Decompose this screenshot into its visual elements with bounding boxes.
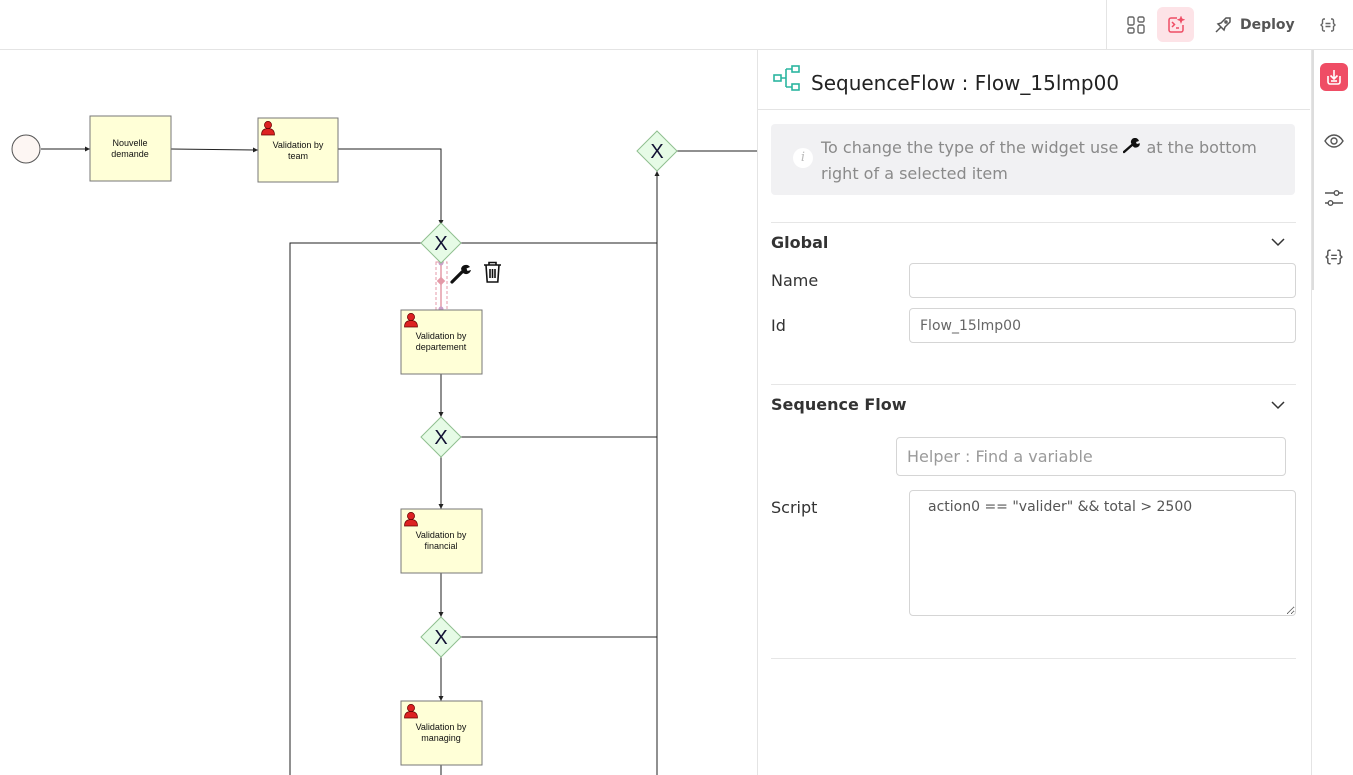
chevron-down-icon[interactable] xyxy=(1270,399,1286,411)
toolbar-divider xyxy=(1106,0,1107,49)
name-label: Name xyxy=(771,271,819,290)
info-box: i To change the type of the widget use a… xyxy=(771,124,1295,195)
preview-button[interactable] xyxy=(1320,127,1348,155)
flow-team-gateway[interactable] xyxy=(338,148,444,225)
task-nouvelle-demande[interactable]: Nouvelle demande xyxy=(89,115,172,182)
right-side-rail xyxy=(1311,50,1353,775)
script-textarea[interactable]: action0 == "valider" && total > 2500 xyxy=(909,490,1296,616)
task-label-line2: financial xyxy=(424,541,457,551)
task-label-line1: Validation by xyxy=(416,530,467,540)
rocket-icon xyxy=(1215,16,1231,33)
panel-title: SequenceFlow : Flow_15lmp00 xyxy=(811,71,1120,95)
sliders-icon xyxy=(1325,190,1343,206)
global-section-heading[interactable]: Global xyxy=(771,233,829,252)
panel-header: SequenceFlow : Flow_15lmp00 xyxy=(758,50,1310,110)
exclusive-gateway-2[interactable]: X xyxy=(420,416,462,458)
task-validation-departement[interactable]: Validation by departement xyxy=(400,309,483,375)
settings-button[interactable] xyxy=(1320,184,1348,212)
deploy-button[interactable]: Deploy xyxy=(1208,7,1304,42)
task-label-line2: managing xyxy=(421,733,461,743)
section-divider xyxy=(771,384,1296,385)
deploy-label: Deploy xyxy=(1240,16,1295,33)
code-view-button[interactable] xyxy=(1313,7,1343,42)
code-braces-icon xyxy=(1320,17,1336,32)
task-validation-team[interactable]: Validation by team xyxy=(257,117,339,183)
exclusive-gateway-3[interactable]: X xyxy=(420,616,462,658)
task-validation-managing[interactable]: Validation by managing xyxy=(400,700,483,766)
wrench-icon xyxy=(1123,138,1141,154)
helper-find-variable-input[interactable] xyxy=(896,437,1286,476)
exclusive-gateway-1[interactable]: X xyxy=(420,222,462,264)
info-text: To change the type of the widget use at … xyxy=(821,135,1261,187)
properties-panel: SequenceFlow : Flow_15lmp00 i To change … xyxy=(757,50,1311,775)
id-input[interactable] xyxy=(909,308,1296,343)
start-event[interactable] xyxy=(11,134,41,164)
section-divider xyxy=(771,658,1296,659)
flow-gw1-loop[interactable] xyxy=(289,242,421,775)
script-label: Script xyxy=(771,498,818,517)
edit-document-icon xyxy=(1167,15,1185,33)
sequence-flow-section-heading[interactable]: Sequence Flow xyxy=(771,395,907,414)
task-label-line1: Validation by xyxy=(416,331,467,341)
section-divider xyxy=(771,222,1296,223)
sequence-flows xyxy=(41,146,757,775)
download-button[interactable] xyxy=(1320,63,1348,91)
task-label-line2: departement xyxy=(416,342,467,352)
trash-icon[interactable] xyxy=(484,261,501,283)
edit-process-button[interactable] xyxy=(1157,7,1194,42)
sequence-flow-icon xyxy=(773,65,800,91)
task-label-line1: Validation by xyxy=(416,722,467,732)
top-toolbar: Deploy xyxy=(0,0,1353,50)
chevron-down-icon[interactable] xyxy=(1270,236,1286,248)
task-label-line1: Nouvelle xyxy=(112,138,147,148)
info-icon: i xyxy=(793,148,813,168)
flow-nouvelle-team[interactable] xyxy=(170,147,259,153)
gateway-symbol: X xyxy=(434,427,447,449)
task-validation-financial[interactable]: Validation by financial xyxy=(400,508,483,574)
wrench-icon[interactable] xyxy=(450,264,471,284)
gateway-symbol: X xyxy=(434,233,447,255)
exclusive-gateway-merge[interactable]: X xyxy=(636,130,678,172)
code-button[interactable] xyxy=(1320,243,1348,271)
code-braces-icon xyxy=(1325,249,1343,265)
gateway-symbol: X xyxy=(434,627,447,649)
info-text-after: at the bottom right of a selected item xyxy=(821,138,1257,183)
name-input[interactable] xyxy=(909,263,1296,298)
panel-scrollbar[interactable] xyxy=(1312,50,1314,290)
grid-view-button[interactable] xyxy=(1119,7,1152,42)
id-label: Id xyxy=(771,316,786,335)
eye-icon xyxy=(1324,134,1344,148)
task-label-line1: Validation by xyxy=(273,140,324,150)
task-label-line2: demande xyxy=(111,149,149,159)
gateway-symbol: X xyxy=(650,141,663,163)
download-icon xyxy=(1327,70,1341,85)
selected-flow[interactable] xyxy=(435,260,448,312)
grid-icon xyxy=(1126,15,1145,34)
task-label-line2: team xyxy=(288,151,308,161)
info-text-before: To change the type of the widget use xyxy=(821,138,1119,157)
diagram-canvas[interactable]: Nouvelle demande Validation by team Vali… xyxy=(0,50,757,775)
